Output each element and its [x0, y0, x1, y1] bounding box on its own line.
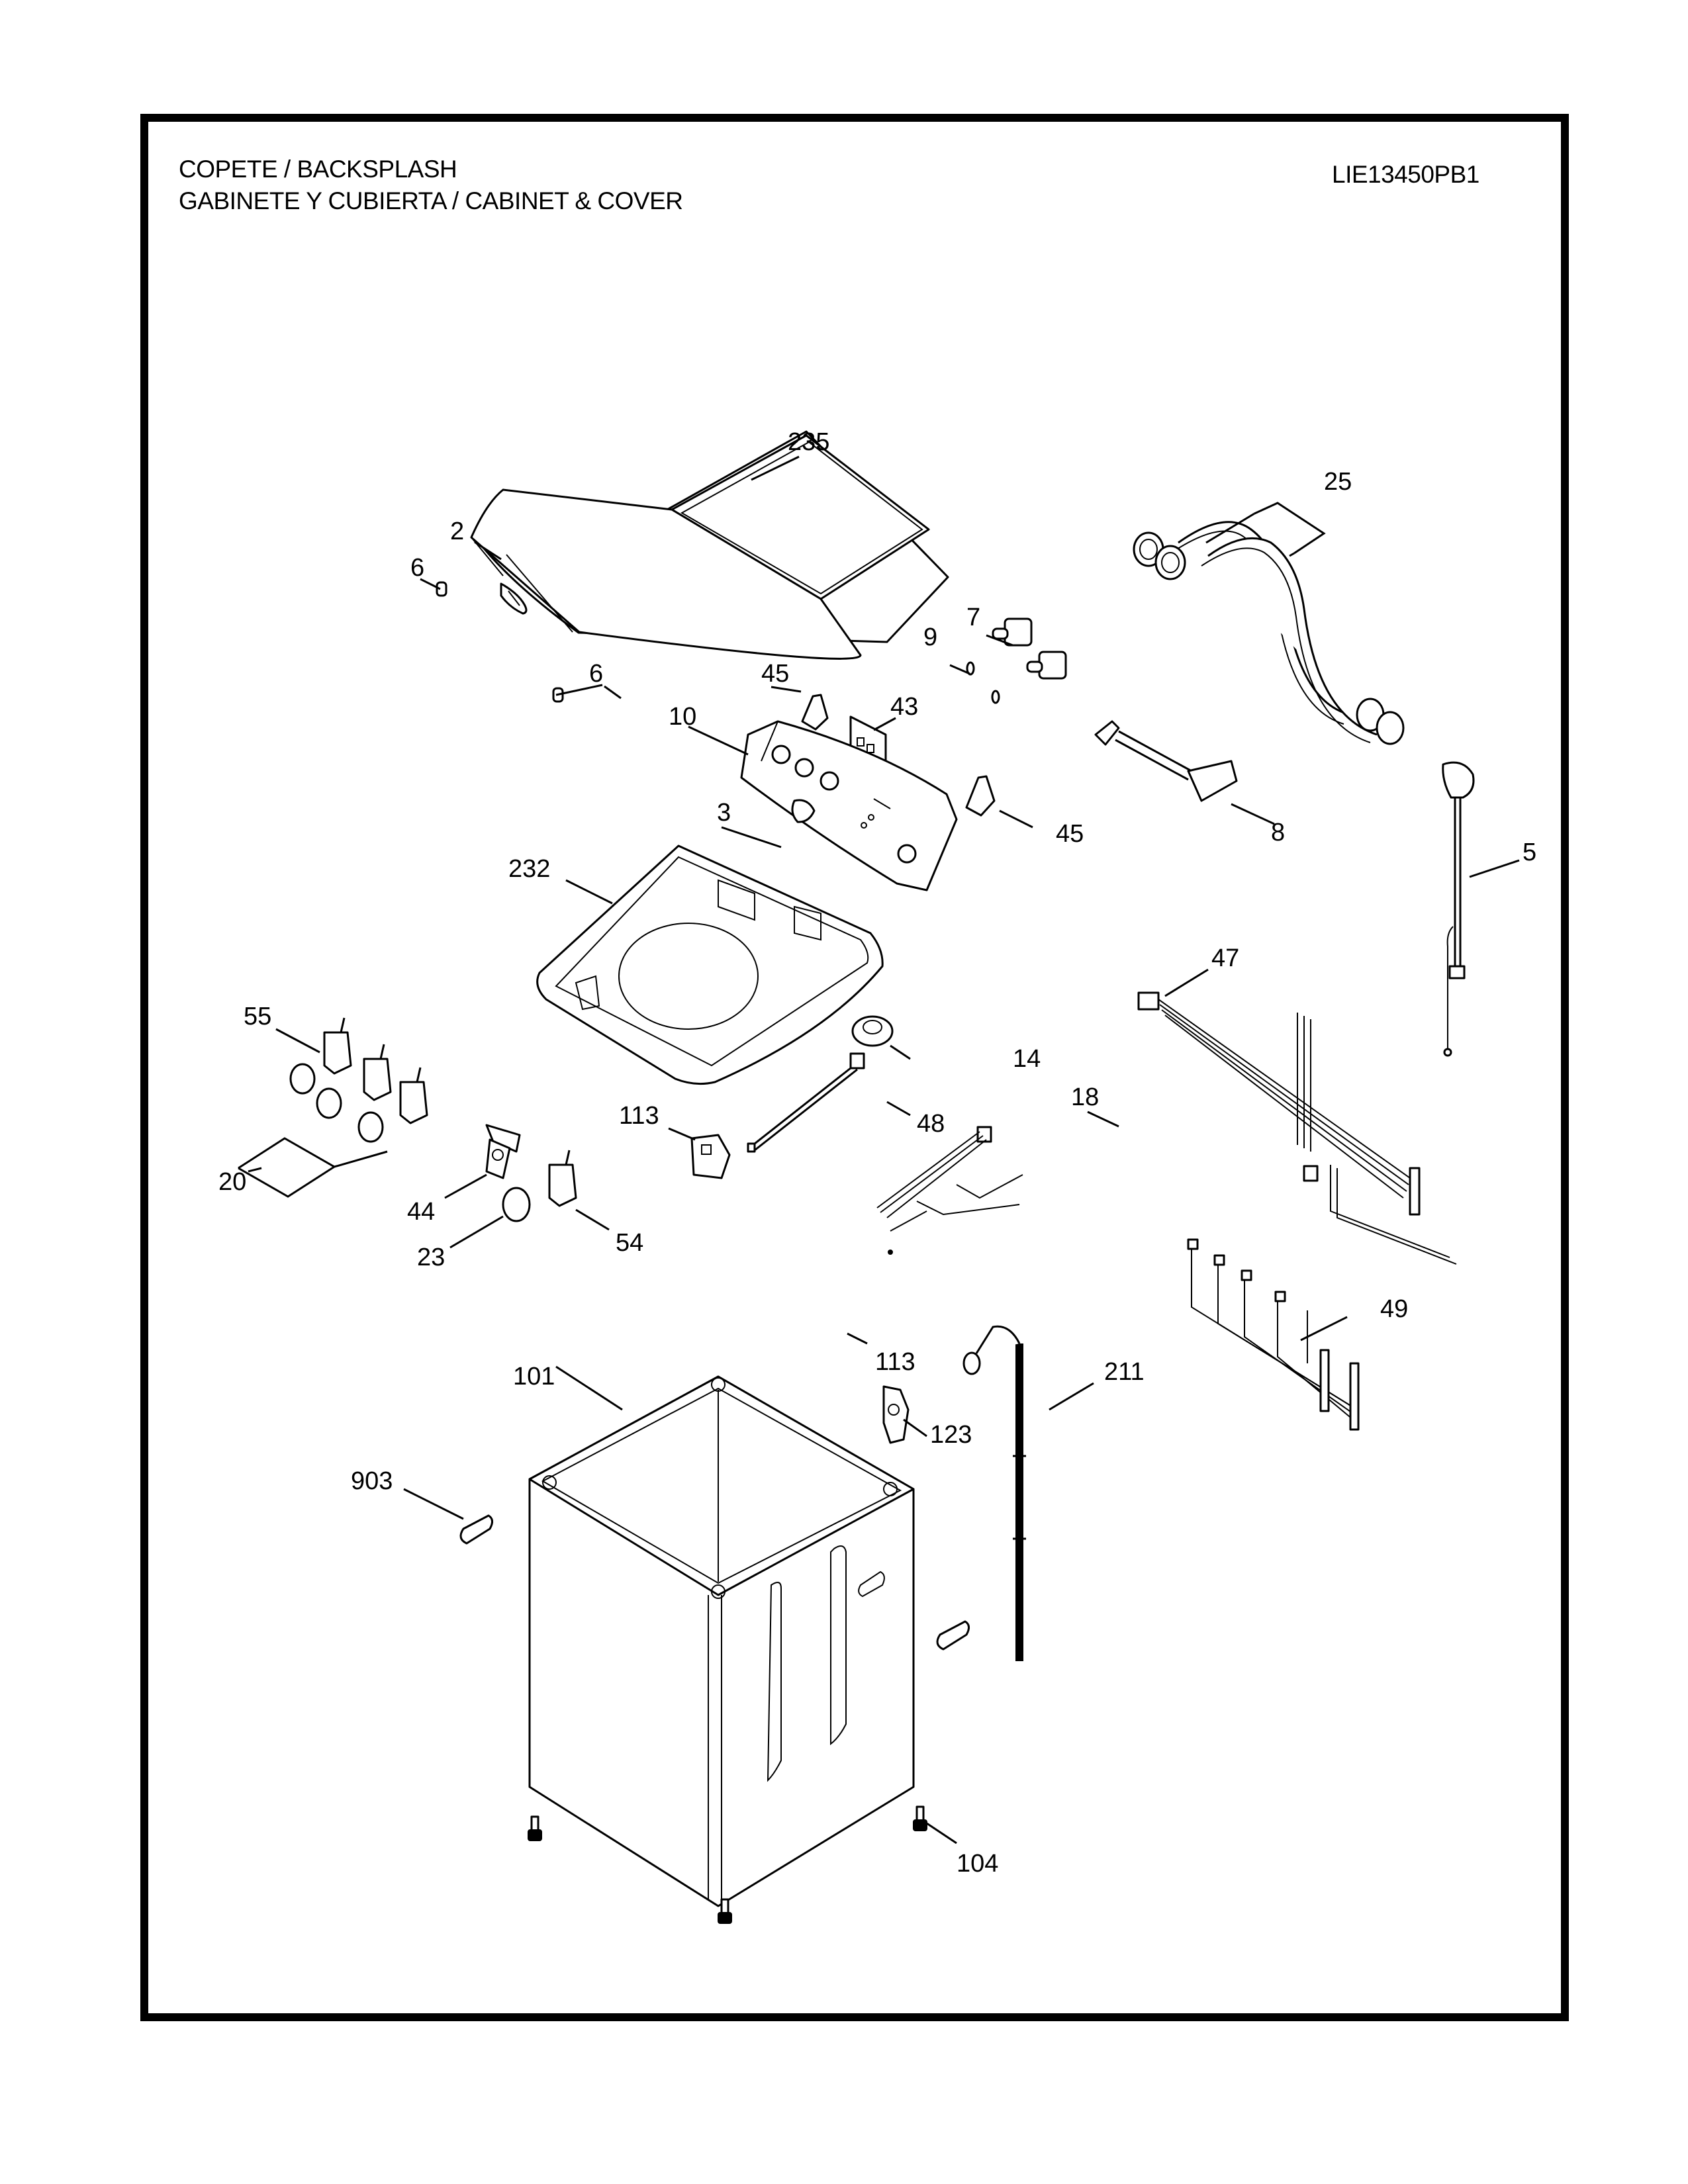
part-top-cover-lid[interactable] — [470, 430, 949, 660]
part-wire-harness-48[interactable] — [747, 1052, 865, 1153]
part-knob-23[interactable] — [502, 1187, 531, 1222]
callout-232: 232 — [508, 855, 550, 883]
callout-20: 20 — [218, 1168, 246, 1196]
part-pressure-switch[interactable] — [851, 1015, 894, 1047]
part-power-cord[interactable] — [1442, 761, 1475, 1057]
part-wire-harness-49[interactable] — [1187, 1238, 1360, 1431]
callout-labels: 235 2 6 6 25 7 9 45 43 10 8 45 3 232 5 4… — [218, 428, 1536, 1878]
part-lid-switch[interactable] — [690, 1134, 731, 1179]
callout-8: 8 — [1271, 819, 1285, 846]
part-inlet-hoses[interactable] — [1133, 521, 1405, 745]
part-handle-insert-right[interactable] — [936, 1620, 970, 1651]
part-selector-switch-55[interactable] — [323, 1017, 428, 1124]
callout-45: 45 — [1056, 820, 1084, 848]
diagram-title: COPETE / BACKSPLASH GABINETE Y CUBIERTA … — [179, 154, 683, 217]
part-hose-guide[interactable] — [882, 1385, 910, 1444]
callout-903: 903 — [351, 1467, 393, 1495]
callout-45: 45 — [761, 660, 789, 688]
title-line-cabinet-cover: GABINETE Y CUBIERTA / CABINET & COVER — [179, 187, 683, 214]
leader-lines — [238, 455, 1520, 1844]
callout-14: 14 — [1013, 1045, 1041, 1073]
model-number: LIE13450PB1 — [1332, 161, 1479, 188]
part-wire-harness-18[interactable] — [876, 1126, 1023, 1255]
part-handle-insert[interactable] — [459, 1514, 493, 1545]
part-leveling-leg[interactable] — [528, 1805, 927, 1924]
callout-54: 54 — [616, 1229, 643, 1257]
callout-48: 48 — [917, 1110, 945, 1138]
part-switch-board[interactable] — [485, 1124, 521, 1179]
callout-7: 7 — [966, 604, 980, 631]
callout-49: 49 — [1380, 1295, 1408, 1323]
callout-2: 2 — [450, 518, 464, 545]
callout-6: 6 — [410, 554, 424, 582]
callout-6: 6 — [589, 660, 603, 688]
callout-10: 10 — [669, 703, 696, 731]
part-top-panel[interactable] — [536, 844, 884, 1085]
part-backsplash-console[interactable] — [740, 720, 958, 891]
part-inlet-tube-nozzle[interactable] — [1094, 720, 1238, 802]
part-water-valve[interactable] — [992, 617, 1067, 680]
part-lid-handle[interactable] — [500, 582, 528, 615]
callout-25: 25 — [1324, 468, 1352, 496]
callout-3: 3 — [717, 799, 731, 827]
callout-44: 44 — [407, 1198, 435, 1226]
callout-123: 123 — [930, 1421, 972, 1449]
part-selector-switch-54[interactable] — [548, 1150, 577, 1207]
callout-211: 211 — [1104, 1358, 1145, 1386]
callout-43: 43 — [890, 693, 918, 721]
part-clamp[interactable] — [966, 661, 1000, 704]
part-cabinet[interactable] — [528, 1375, 915, 1907]
callout-101: 101 — [513, 1363, 555, 1390]
callout-113: 113 — [619, 1102, 659, 1130]
callout-18: 18 — [1071, 1083, 1099, 1111]
part-bracket[interactable] — [801, 694, 996, 817]
part-drain-hose[interactable] — [962, 1325, 1026, 1661]
part-knobs-20[interactable] — [289, 1063, 384, 1143]
part-button[interactable] — [791, 799, 816, 823]
callout-9: 9 — [923, 623, 937, 651]
callout-235: 235 — [788, 428, 829, 456]
callout-47: 47 — [1211, 944, 1239, 972]
callout-104: 104 — [957, 1850, 998, 1878]
callout-113: 113 — [875, 1348, 915, 1376]
part-wire-harness-47[interactable] — [1137, 991, 1457, 1265]
callout-23: 23 — [417, 1244, 445, 1271]
diagram-border-frame — [140, 114, 1569, 2021]
title-line-backsplash: COPETE / BACKSPLASH — [179, 156, 457, 183]
callout-55: 55 — [244, 1003, 271, 1030]
callout-5: 5 — [1523, 839, 1536, 866]
